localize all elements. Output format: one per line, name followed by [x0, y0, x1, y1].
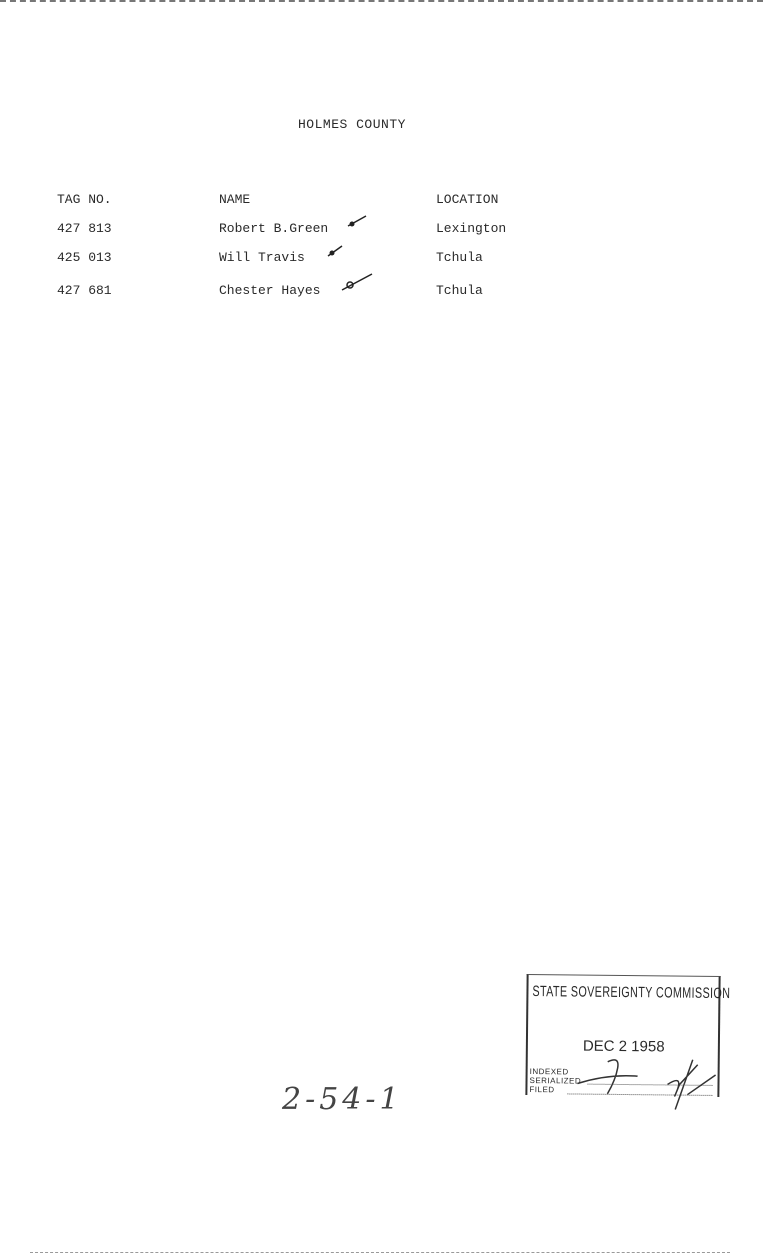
check-mark-icon	[347, 215, 367, 227]
page-edge	[30, 1252, 730, 1253]
check-mark-icon	[327, 245, 343, 257]
stamp-title: STATE SOVEREIGNTY COMMISSION	[532, 983, 731, 1003]
row-location: Lexington	[436, 221, 507, 236]
stamp-label-indexed: INDEXED	[529, 1067, 569, 1077]
row-name: Chester Hayes	[219, 283, 321, 298]
document-title: HOLMES COUNTY	[298, 117, 406, 132]
row-tag: 427 681	[57, 283, 112, 298]
stamp-label-filed: FILED	[529, 1085, 555, 1095]
row-name: Will Travis	[219, 250, 305, 265]
header-tag-no: TAG NO.	[57, 192, 112, 207]
handwritten-note: 2-54-1	[282, 1082, 403, 1117]
header-location: LOCATION	[436, 192, 499, 207]
header-name: NAME	[219, 192, 251, 207]
row-tag: 427 813	[57, 221, 112, 236]
row-location: Tchula	[436, 250, 483, 265]
initials-signature-icon	[577, 1059, 717, 1110]
row-name: Robert B.Green	[219, 221, 329, 236]
row-tag: 425 013	[57, 250, 112, 265]
received-stamp: STATE SOVEREIGNTY COMMISSION DEC 2 1958 …	[525, 973, 730, 1110]
check-mark-icon	[341, 273, 373, 291]
row-location: Tchula	[436, 283, 483, 298]
page-edge	[0, 0, 763, 5]
